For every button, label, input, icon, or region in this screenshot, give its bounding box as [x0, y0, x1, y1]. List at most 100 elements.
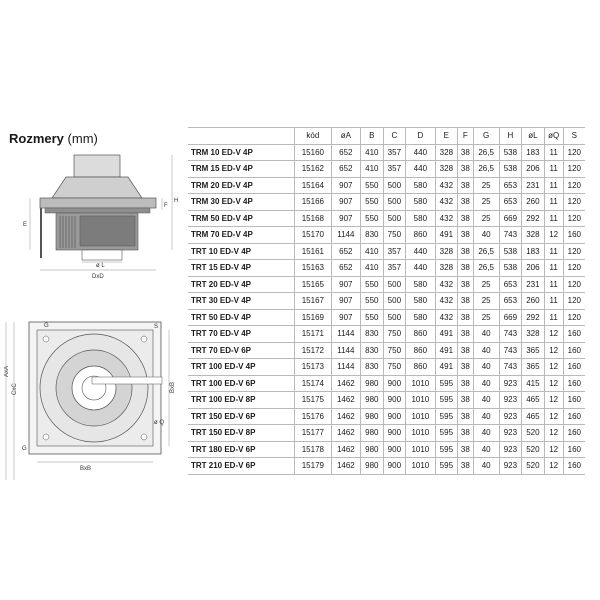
table-cell: 11 — [543, 242, 564, 260]
table-cell: 206 — [521, 259, 545, 276]
table-cell: 26,5 — [472, 259, 500, 276]
left-rail — [40, 208, 42, 258]
table-cell: 980 — [360, 440, 384, 458]
table-cell: 38 — [457, 358, 474, 375]
model-name-cell: TRT 210 ED-V 6P — [188, 457, 295, 475]
table-cell: 750 — [382, 358, 406, 375]
column-header: E — [434, 127, 458, 145]
table-cell: 580 — [405, 308, 436, 326]
table-cell: 160 — [562, 457, 585, 475]
model-name-cell: TRT 100 ED-V 4P — [188, 358, 295, 375]
table-cell: 12 — [543, 341, 564, 359]
table-cell: 432 — [434, 209, 458, 227]
table-cell: 15162 — [294, 160, 332, 177]
table-cell: 12 — [543, 374, 564, 392]
label-h: H — [174, 198, 178, 204]
model-name-cell: TRM 20 ED-V 4P — [188, 176, 295, 194]
table-cell: 40 — [472, 358, 500, 375]
table-cell: 357 — [382, 259, 406, 276]
table-cell: 38 — [457, 176, 474, 194]
table-cell: 907 — [330, 176, 361, 194]
column-header: øQ — [543, 127, 564, 145]
table-cell: 38 — [457, 440, 474, 458]
table-cell: 538 — [498, 160, 522, 177]
table-cell: 743 — [498, 325, 522, 342]
model-name-cell: TRT 180 ED-V 6P — [188, 440, 295, 458]
label-b: BxB — [170, 382, 176, 393]
table-cell: 25 — [472, 292, 500, 309]
model-name-cell: TRM 70 ED-V 4P — [188, 226, 295, 243]
table-cell: 38 — [457, 391, 474, 408]
table-cell: 15173 — [294, 358, 332, 375]
table-cell: 652 — [330, 259, 361, 276]
table-cell: 40 — [472, 325, 500, 342]
column-header: H — [498, 127, 522, 145]
table-cell: 15169 — [294, 308, 332, 326]
column-header: øA — [330, 127, 361, 145]
table-cell: 120 — [562, 292, 585, 309]
table-cell: 11 — [543, 143, 564, 161]
table-cell: 15176 — [294, 407, 332, 425]
mount-hole-bottom-left — [42, 433, 50, 441]
table-cell: 12 — [543, 391, 564, 408]
table-cell: 120 — [562, 275, 585, 293]
table-cell: 160 — [562, 325, 585, 342]
table-cell: 38 — [457, 242, 474, 260]
table-cell: 595 — [434, 424, 458, 441]
label-f: F — [164, 203, 168, 209]
table-cell: 12 — [543, 325, 564, 342]
table-cell: 1462 — [330, 374, 361, 392]
table-cell: 440 — [405, 242, 436, 260]
table-cell: 923 — [498, 391, 522, 408]
model-name-cell: TRM 10 ED-V 4P — [188, 143, 295, 161]
label-g-top: G — [44, 323, 49, 329]
table-cell: 231 — [521, 176, 545, 194]
table-cell: 653 — [498, 193, 522, 210]
table-cell: 38 — [457, 407, 474, 425]
table-cell: 520 — [521, 424, 545, 441]
table-cell: 580 — [405, 209, 436, 227]
table-cell: 923 — [498, 457, 522, 475]
table-cell: 500 — [382, 292, 406, 309]
label-l: ø L — [96, 263, 105, 269]
table-cell: 15179 — [294, 457, 332, 475]
motor-housing — [73, 154, 121, 178]
table-cell: 365 — [521, 358, 545, 375]
table-cell: 550 — [360, 176, 384, 194]
table-cell: 26,5 — [472, 160, 500, 177]
table-cell: 750 — [382, 341, 406, 359]
inlet-ring — [81, 249, 123, 261]
table-cell: 365 — [521, 341, 545, 359]
table-cell: 491 — [434, 325, 458, 342]
model-name-cell: TRT 20 ED-V 4P — [188, 275, 295, 293]
table-cell: 538 — [498, 259, 522, 276]
table-cell: 160 — [562, 407, 585, 425]
label-s: S — [154, 324, 158, 330]
table-cell: 1144 — [330, 341, 361, 359]
table-cell: 15163 — [294, 259, 332, 276]
base-frame — [44, 207, 151, 214]
label-q: ø Q — [154, 420, 164, 426]
table-cell: 25 — [472, 176, 500, 194]
table-cell: 15160 — [294, 143, 332, 161]
table-cell: 923 — [498, 407, 522, 425]
table-cell: 830 — [360, 325, 384, 342]
table-cell: 120 — [562, 308, 585, 326]
table-cell: 15174 — [294, 374, 332, 392]
table-cell: 415 — [521, 374, 545, 392]
table-cell: 40 — [472, 424, 500, 441]
table-cell: 500 — [382, 209, 406, 227]
table-cell: 520 — [521, 440, 545, 458]
table-cell: 15166 — [294, 193, 332, 210]
table-cell: 550 — [360, 275, 384, 293]
table-cell: 980 — [360, 374, 384, 392]
table-cell: 491 — [434, 226, 458, 243]
table-cell: 1010 — [405, 391, 436, 408]
